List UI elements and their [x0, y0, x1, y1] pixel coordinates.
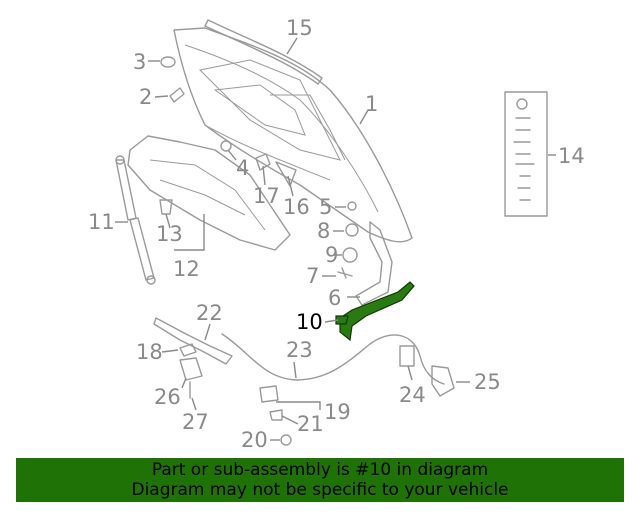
part-16-bracket: [275, 161, 297, 187]
part-2-clip: [169, 87, 185, 103]
callout-20: 20: [241, 428, 268, 452]
callout-6: 6: [328, 286, 341, 310]
part-7-bolt: [337, 267, 353, 279]
callout-4: 4: [236, 156, 249, 180]
callout-19: 19: [324, 400, 351, 424]
part-24-latch: [399, 345, 415, 367]
parts-diagram: 1 2 3 4 5 6 7 8 9 10 11 12 13 14 15 16 1…: [88, 16, 585, 452]
part-23-release-cable: [221, 333, 445, 385]
callout-16: 16: [283, 195, 310, 219]
banner-line-1: Part or sub-assembly is #10 in diagram: [151, 460, 489, 480]
part-6-support: [355, 221, 393, 306]
info-banner: Part or sub-assembly is #10 in diagram D…: [16, 458, 624, 502]
part-1-hood: [173, 27, 413, 243]
leader-lines: [115, 37, 556, 441]
part-13-clip: [159, 199, 173, 215]
part-4-grommet: [220, 140, 232, 152]
callout-27: 27: [182, 410, 209, 434]
callout-15: 15: [286, 16, 313, 40]
callout-13: 13: [156, 222, 183, 246]
part-14-hardware-set: [504, 91, 548, 217]
part-12-insulator: [127, 135, 291, 251]
callout-17: 17: [253, 184, 280, 208]
part-3-bumper: [160, 56, 176, 68]
callout-12: 12: [173, 257, 200, 281]
callout-7: 7: [306, 264, 319, 288]
callout-9: 9: [325, 243, 338, 267]
callout-10: 10: [296, 310, 323, 334]
callout-18: 18: [136, 340, 163, 364]
part-21-clip: [269, 409, 283, 421]
part-11-strut: [115, 155, 156, 285]
callout-1: 1: [365, 92, 378, 116]
part-9-grommet: [342, 247, 358, 263]
part-25-lock: [431, 365, 455, 397]
callout-23: 23: [286, 338, 313, 362]
callout-26: 26: [154, 385, 181, 409]
part-17-nut: [255, 153, 271, 171]
callout-21: 21: [297, 412, 324, 436]
part-18-clip: [179, 343, 197, 357]
callout-22: 22: [196, 301, 223, 325]
part-22-release-handle: [153, 317, 233, 365]
callout-8: 8: [317, 219, 330, 243]
callout-25: 25: [474, 370, 501, 394]
callout-11: 11: [88, 210, 115, 234]
part-19-pad: [259, 385, 279, 403]
callout-2: 2: [139, 85, 152, 109]
banner-line-2: Diagram may not be specific to your vehi…: [131, 480, 509, 500]
part-8-nut: [345, 223, 359, 237]
part-5-screw: [347, 201, 357, 211]
part-26-bracket: [179, 357, 203, 381]
part-10-highlighted: [335, 281, 415, 342]
callout-3: 3: [133, 50, 146, 74]
part-20-grommet: [280, 434, 292, 446]
callout-14: 14: [558, 144, 585, 168]
callout-24: 24: [399, 383, 426, 407]
callout-5: 5: [319, 195, 332, 219]
